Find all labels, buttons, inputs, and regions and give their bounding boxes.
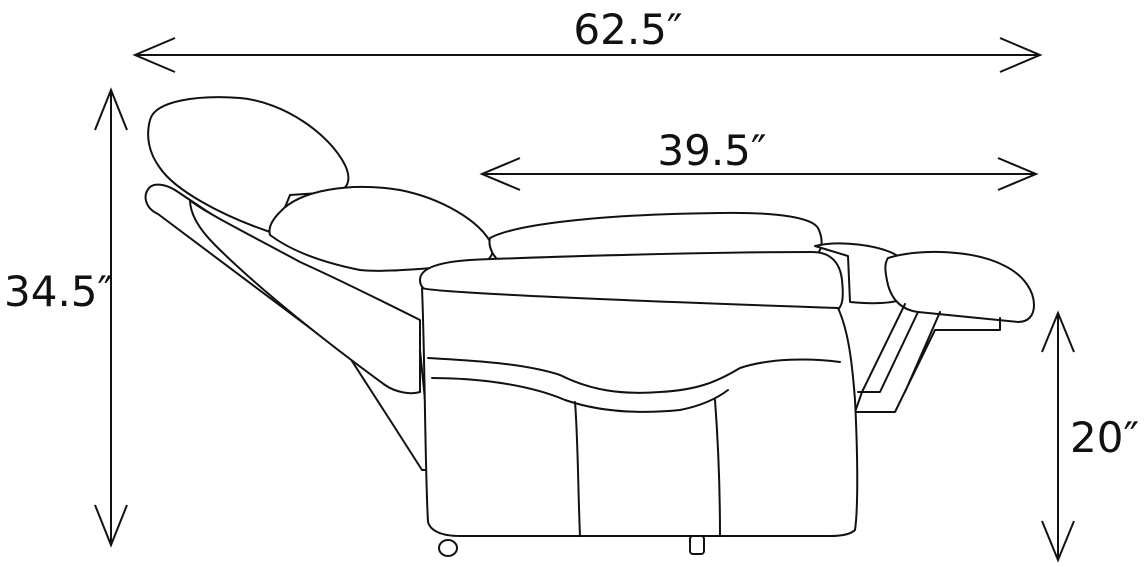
footrest-cushion [884,250,1035,323]
footrest-mechanism [854,303,1001,413]
side-panel-seam [427,357,841,394]
rear-wheel [438,539,458,557]
footrest-height-label: 20″ [1070,413,1139,462]
footrest-height-arrow [1041,310,1075,563]
overall-length-arrow [132,37,1043,73]
upper-back-cushion [268,185,494,272]
overall-height-arrow [94,87,128,548]
seat-to-footrest-length-label: 39.5″ [657,126,766,175]
overall-height-label: 34.5″ [4,267,113,316]
side-panel-pocket [431,377,729,537]
overall-length-label: 62.5″ [573,5,682,54]
front-foot [689,535,705,555]
recliner-drawing [144,96,1035,557]
seat-to-footrest-length-arrow [479,157,1039,191]
lower-back-cushion [189,199,421,395]
